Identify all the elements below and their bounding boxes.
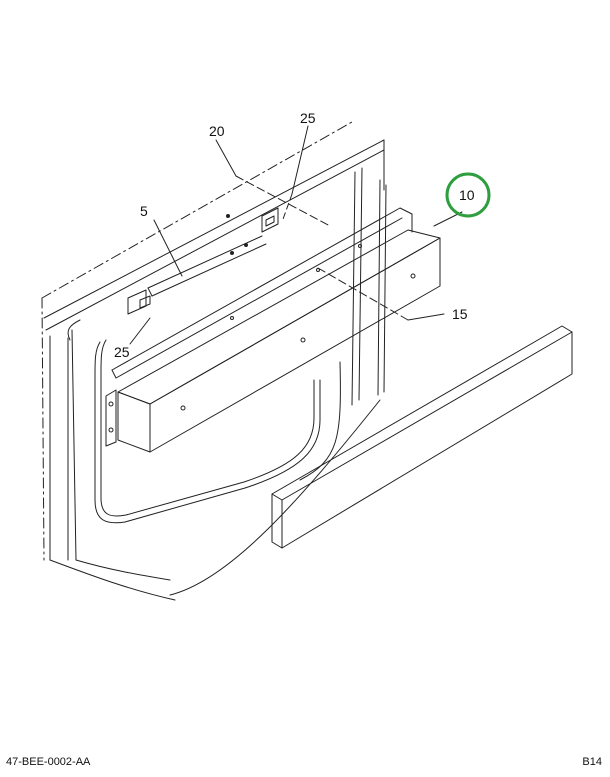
drawing-id: 47-BEE-0002-AA <box>6 756 91 768</box>
highlight-circle <box>445 172 491 218</box>
bracket-clip-lower <box>127 289 151 315</box>
callout-5: 5 <box>140 203 148 219</box>
cab-panel <box>41 121 387 601</box>
tread-plate <box>271 325 573 549</box>
callout-10: 10 <box>459 187 475 203</box>
bracket-clip-upper <box>261 207 279 233</box>
callout-25-bottom: 25 <box>114 344 130 360</box>
callout-15: 15 <box>452 306 468 322</box>
page-code: B14 <box>582 756 602 768</box>
mounting-rail <box>147 214 267 297</box>
step-box-assembly <box>105 207 441 453</box>
callout-25-top: 25 <box>300 110 316 126</box>
leader-lines <box>129 125 463 345</box>
callout-20: 20 <box>209 123 225 139</box>
